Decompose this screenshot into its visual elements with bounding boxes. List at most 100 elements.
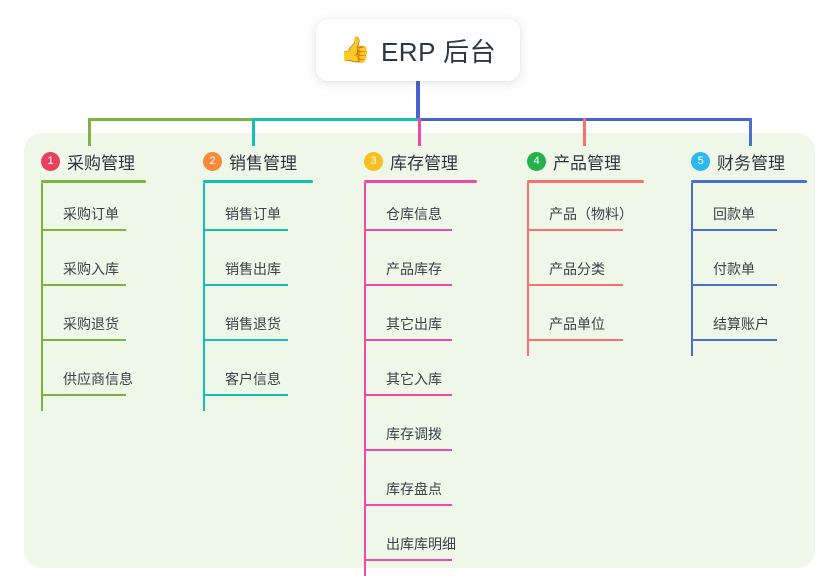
column-items: 销售订单销售出库销售退货客户信息 <box>203 183 313 411</box>
leaf-item[interactable]: 销售出库 <box>203 246 312 286</box>
column-number-badge: 3 <box>364 151 383 171</box>
column-number-badge: 1 <box>41 151 60 171</box>
leaf-item[interactable]: 客户信息 <box>203 356 312 396</box>
leaf-item[interactable]: 回款单 <box>691 191 801 231</box>
column-items: 采购订单采购入库采购退货供应商信息 <box>41 183 146 411</box>
leaf-item[interactable]: 产品库存 <box>364 246 476 286</box>
leaf-item-rule <box>41 339 126 341</box>
leaf-item-rule <box>41 284 126 286</box>
leaf-item[interactable]: 其它出库 <box>364 301 476 341</box>
leaf-item-rule <box>527 229 623 231</box>
leaf-item[interactable]: 销售订单 <box>203 191 312 231</box>
leaf-item[interactable]: 产品分类 <box>527 246 647 286</box>
leaf-item-label: 产品（物料） <box>549 206 633 222</box>
column-spine-line <box>527 183 529 356</box>
leaf-item[interactable]: 采购入库 <box>41 246 150 286</box>
trunk-connector <box>416 81 420 121</box>
leaf-item[interactable]: 产品（物料） <box>527 191 647 231</box>
column-1: 1 采购管理采购订单采购入库采购退货供应商信息 <box>41 148 146 411</box>
bus-segment-3 <box>418 118 585 121</box>
leaf-item-rule <box>203 339 288 341</box>
leaf-item-label: 销售订单 <box>225 206 281 222</box>
column-header-rule <box>41 180 146 183</box>
bus-segment-1 <box>88 118 252 121</box>
leaf-item[interactable]: 供应商信息 <box>41 356 150 396</box>
leaf-item-label: 库存调拨 <box>386 426 442 442</box>
leaf-item-label: 供应商信息 <box>63 371 133 387</box>
leaf-item-label: 客户信息 <box>225 371 281 387</box>
leaf-item-rule <box>691 339 777 341</box>
column-spine-line <box>364 183 366 576</box>
leaf-item-rule <box>691 229 777 231</box>
drop-connector-3 <box>418 118 421 146</box>
column-spine-line <box>203 183 205 411</box>
column-header-1[interactable]: 1 采购管理 <box>41 148 146 174</box>
content-panel <box>24 133 815 568</box>
page-title: ERP 后台 <box>380 36 497 67</box>
leaf-item-label: 出库库明细 <box>386 536 456 552</box>
leaf-item-rule <box>364 339 452 341</box>
column-title: 采购管理 <box>67 153 135 173</box>
leaf-item-rule <box>41 394 126 396</box>
drop-connector-1 <box>88 118 91 146</box>
leaf-item[interactable]: 付款单 <box>691 246 801 286</box>
column-title: 产品管理 <box>553 153 621 173</box>
leaf-item-label: 仓库信息 <box>386 206 442 222</box>
column-header-3[interactable]: 3 库存管理 <box>364 148 477 174</box>
bus-segment-2 <box>252 118 418 121</box>
leaf-item[interactable]: 库存调拨 <box>364 411 476 451</box>
column-items: 仓库信息产品库存其它出库其它入库库存调拨库存盘点出库库明细 <box>364 183 477 576</box>
column-items: 回款单付款单结算账户 <box>691 183 807 356</box>
column-2: 2 销售管理销售订单销售出库销售退货客户信息 <box>203 148 313 411</box>
column-header-2[interactable]: 2 销售管理 <box>203 148 313 174</box>
leaf-item[interactable]: 其它入库 <box>364 356 476 396</box>
leaf-item-rule <box>41 229 126 231</box>
leaf-item-rule <box>527 284 623 286</box>
column-header-rule <box>364 180 477 183</box>
column-number-badge: 2 <box>203 151 222 171</box>
column-title: 财务管理 <box>717 153 785 173</box>
leaf-item[interactable]: 销售退货 <box>203 301 312 341</box>
leaf-item[interactable]: 产品单位 <box>527 301 647 341</box>
leaf-item-label: 销售出库 <box>225 261 281 277</box>
leaf-item-rule <box>364 229 452 231</box>
bus-segment-4 <box>583 118 752 121</box>
drop-connector-4 <box>583 118 586 146</box>
leaf-item-rule <box>527 339 623 341</box>
leaf-item-label: 采购退货 <box>63 316 119 332</box>
column-3: 3 库存管理仓库信息产品库存其它出库其它入库库存调拨库存盘点出库库明细 <box>364 148 477 576</box>
root-title-card[interactable]: 👍 ERP 后台 <box>316 19 520 81</box>
thumbs-up-icon: 👍 <box>339 35 371 64</box>
leaf-item[interactable]: 结算账户 <box>691 301 801 341</box>
leaf-item-rule <box>364 284 452 286</box>
leaf-item-label: 其它入库 <box>386 371 442 387</box>
leaf-item-rule <box>364 449 452 451</box>
leaf-item[interactable]: 出库库明细 <box>364 521 476 561</box>
leaf-item[interactable]: 采购订单 <box>41 191 150 231</box>
leaf-item-label: 采购订单 <box>63 206 119 222</box>
leaf-item[interactable]: 仓库信息 <box>364 191 476 231</box>
leaf-item-label: 采购入库 <box>63 261 119 277</box>
leaf-item-label: 产品单位 <box>549 316 605 332</box>
leaf-item[interactable]: 库存盘点 <box>364 466 476 506</box>
drop-connector-2 <box>252 118 255 146</box>
column-title: 库存管理 <box>390 153 458 173</box>
leaf-item-label: 产品分类 <box>549 261 605 277</box>
drop-connector-5 <box>749 118 752 146</box>
leaf-item-label: 结算账户 <box>713 316 769 332</box>
leaf-item-rule <box>691 284 777 286</box>
leaf-item-label: 销售退货 <box>225 316 281 332</box>
column-title: 销售管理 <box>229 153 297 173</box>
column-spine-line <box>41 183 43 411</box>
leaf-item-rule <box>203 394 288 396</box>
column-header-rule <box>527 180 644 183</box>
leaf-item-rule <box>364 394 452 396</box>
leaf-item-label: 回款单 <box>713 206 755 222</box>
leaf-item[interactable]: 采购退货 <box>41 301 150 341</box>
leaf-item-rule <box>364 559 452 561</box>
column-header-rule <box>691 180 807 183</box>
